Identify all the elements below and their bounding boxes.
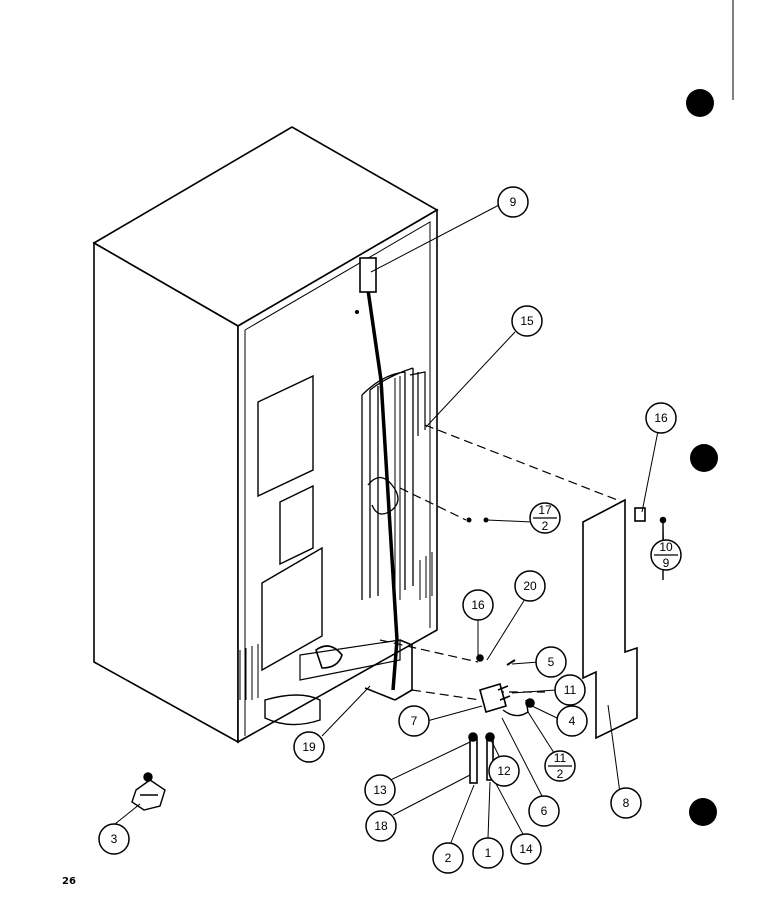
callout-7: 7 xyxy=(411,714,418,728)
callout-11b-top: 11 xyxy=(554,751,567,765)
callout-14: 14 xyxy=(519,842,533,856)
callout-8: 8 xyxy=(623,796,630,810)
callout-6: 6 xyxy=(541,804,548,818)
callout-1: 1 xyxy=(485,846,492,860)
callout-bubbles xyxy=(98,186,682,874)
callout-9: 9 xyxy=(510,195,517,209)
page-number: 26 xyxy=(62,876,76,887)
side-cover-panel xyxy=(582,498,667,740)
callout-20: 20 xyxy=(523,579,537,593)
callout-labels: 9 15 16 17 2 10 9 16 20 5 11 7 4 11 2 19… xyxy=(111,195,673,865)
valve-part-3 xyxy=(131,772,166,811)
callout-3: 3 xyxy=(111,832,118,846)
callout-18: 18 xyxy=(374,819,388,833)
refrigerator-cabinet xyxy=(92,126,439,744)
binder-hole-bottom xyxy=(689,798,717,826)
callout-11: 11 xyxy=(564,683,577,697)
callout-16: 16 xyxy=(654,411,668,425)
binder-hole-middle xyxy=(690,444,718,472)
binder-hole-top xyxy=(686,89,714,117)
callout-10-bottom: 9 xyxy=(663,556,670,570)
callout-17-top: 17 xyxy=(538,503,552,517)
callout-5: 5 xyxy=(548,655,555,669)
callout-16b: 16 xyxy=(471,598,485,612)
callout-leaders xyxy=(114,204,665,846)
callout-12: 12 xyxy=(497,764,511,778)
callout-fraction-bars xyxy=(533,517,678,767)
callout-19: 19 xyxy=(302,740,316,754)
callout-15: 15 xyxy=(520,314,534,328)
valve-assembly xyxy=(468,654,535,784)
callout-13: 13 xyxy=(373,783,387,797)
callout-17-bottom: 2 xyxy=(542,519,549,533)
assembly-leader-lines xyxy=(379,424,626,701)
callout-11b-bottom: 2 xyxy=(557,767,564,781)
mounting-screws xyxy=(355,310,489,523)
callout-4: 4 xyxy=(569,714,576,728)
callout-2: 2 xyxy=(445,851,452,865)
callout-10-top: 10 xyxy=(659,540,673,554)
